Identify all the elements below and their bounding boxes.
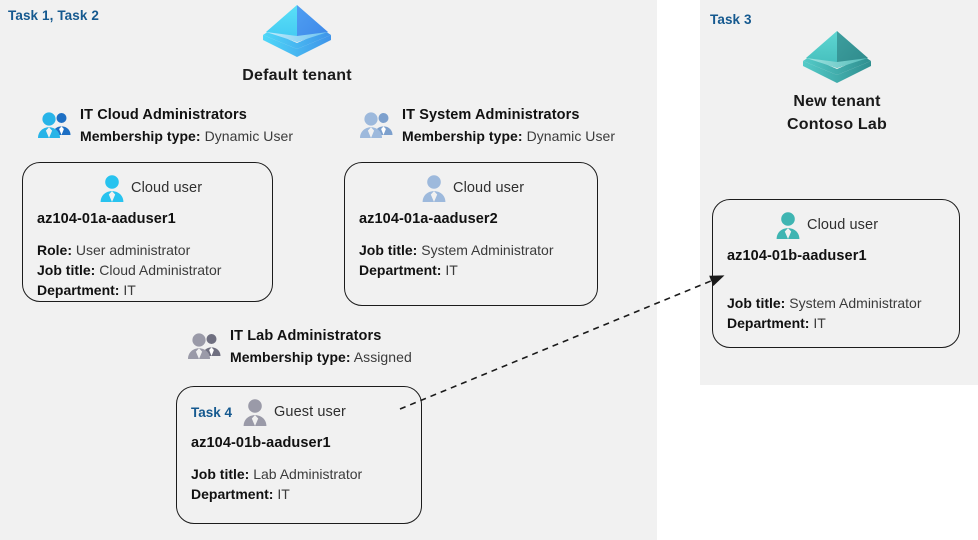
- attribute-value: IT: [445, 261, 458, 278]
- group-membership-label: Membership type:: [80, 128, 201, 145]
- cloud-user-icon: [422, 175, 446, 202]
- group-membership-value: Assigned: [353, 349, 412, 366]
- attribute-value: IT: [277, 485, 290, 502]
- card-attributes: Job title: System Administrator Departme…: [727, 294, 945, 334]
- user-card-az104-01a-aaduser1[interactable]: Cloud user az104-01a-aaduser1 Role: User…: [22, 162, 273, 302]
- new-tenant-block: New tenant Contoso Lab: [762, 28, 912, 136]
- cloud-user-icon: [776, 212, 800, 239]
- card-attribute-row: Job title: System Administrator: [727, 294, 945, 314]
- card-attribute-row: Job title: System Administrator: [359, 241, 583, 261]
- card-attribute-row: Role: User administrator: [37, 241, 258, 261]
- attribute-label: Job title:: [727, 295, 786, 311]
- task-label-right: Task 3: [710, 12, 752, 27]
- group-name: IT Lab Administrators: [230, 328, 382, 344]
- card-attribute-row: Job title: Lab Administrator: [191, 465, 407, 485]
- default-tenant-block: Default tenant: [232, 2, 362, 87]
- card-user-kind: Guest user: [274, 404, 346, 420]
- card-user-name: az104-01b-aaduser1: [191, 435, 331, 451]
- attribute-label: Job title:: [37, 261, 96, 278]
- attribute-value: Lab Administrator: [253, 466, 363, 482]
- card-user-kind: Cloud user: [131, 180, 203, 196]
- attribute-label: Job title:: [191, 466, 250, 482]
- group-it-cloud-administrators: IT Cloud Administrators Membership type:…: [38, 105, 293, 146]
- attribute-value: IT: [123, 281, 136, 298]
- new-tenant-name-line1: New tenant: [793, 93, 881, 110]
- tenant-pyramid-icon: [803, 31, 871, 83]
- group-membership-value: Dynamic User: [526, 128, 616, 145]
- group-users-icon: [38, 112, 71, 138]
- group-users-icon: [360, 112, 393, 138]
- card-attributes: Role: User administrator Job title: Clou…: [37, 241, 258, 301]
- group-it-lab-administrators: IT Lab Administrators Membership type: A…: [188, 326, 412, 367]
- card-header: Cloud user: [727, 210, 945, 240]
- guest-user-icon: [243, 399, 267, 426]
- cloud-user-icon: [100, 175, 124, 202]
- task-label-left: Task 1, Task 2: [8, 8, 99, 23]
- group-membership-type: Membership type: Assigned: [230, 347, 412, 367]
- attribute-value: User administrator: [75, 242, 191, 258]
- attribute-label: Role:: [37, 242, 72, 258]
- card-header: Task 4 Guest user: [191, 397, 407, 427]
- new-tenant-name-line2: Contoso Lab: [787, 116, 887, 134]
- task-label-card: Task 4: [191, 404, 233, 420]
- attribute-label: Job title:: [359, 242, 418, 258]
- card-attributes: Job title: System Administrator Departme…: [359, 241, 583, 281]
- group-it-system-administrators: IT System Administrators Membership type…: [360, 105, 615, 146]
- group-users-icon: [188, 333, 221, 359]
- user-card-az104-01a-aaduser2[interactable]: Cloud user az104-01a-aaduser2 Job title:…: [344, 162, 598, 306]
- card-user-name: az104-01b-aaduser1: [727, 248, 867, 264]
- card-attribute-row: Department: IT: [37, 281, 258, 301]
- default-tenant-name: Default tenant: [242, 67, 352, 84]
- user-card-az104-01b-aaduser1-guest[interactable]: Task 4 Guest user az104-01b-aaduser1 Job…: [176, 386, 422, 524]
- group-membership-value: Dynamic User: [204, 128, 294, 145]
- card-user-name: az104-01a-aaduser1: [37, 211, 176, 227]
- group-membership-type: Membership type: Dynamic User: [402, 126, 615, 146]
- card-attribute-row: Job title: Cloud Administrator: [37, 261, 258, 281]
- card-attribute-row: Department: IT: [727, 314, 945, 334]
- group-name: IT System Administrators: [402, 107, 580, 123]
- attribute-label: Department:: [191, 485, 274, 502]
- card-attributes: Job title: Lab Administrator Department:…: [191, 465, 407, 505]
- group-membership-type: Membership type: Dynamic User: [80, 126, 293, 146]
- card-attribute-row: Department: IT: [359, 261, 583, 281]
- card-user-kind: Cloud user: [453, 180, 525, 196]
- card-header: Cloud user: [37, 173, 258, 203]
- group-membership-label: Membership type:: [402, 128, 523, 145]
- attribute-label: Department:: [37, 281, 120, 298]
- group-name: IT Cloud Administrators: [80, 107, 247, 123]
- group-membership-label: Membership type:: [230, 349, 351, 366]
- tenant-pyramid-icon: [263, 5, 331, 57]
- card-user-kind: Cloud user: [807, 217, 879, 233]
- card-header: Cloud user: [359, 173, 583, 203]
- attribute-value: IT: [813, 314, 826, 331]
- attribute-value: Cloud Administrator: [99, 261, 222, 278]
- card-attribute-row: Department: IT: [191, 485, 407, 505]
- user-card-az104-01b-aaduser1-cloud[interactable]: Cloud user az104-01b-aaduser1 Job title:…: [712, 199, 960, 348]
- attribute-value: System Administrator: [421, 242, 554, 258]
- attribute-value: System Administrator: [789, 295, 922, 311]
- card-user-name: az104-01a-aaduser2: [359, 211, 498, 227]
- attribute-label: Department:: [359, 261, 442, 278]
- attribute-label: Department:: [727, 314, 810, 331]
